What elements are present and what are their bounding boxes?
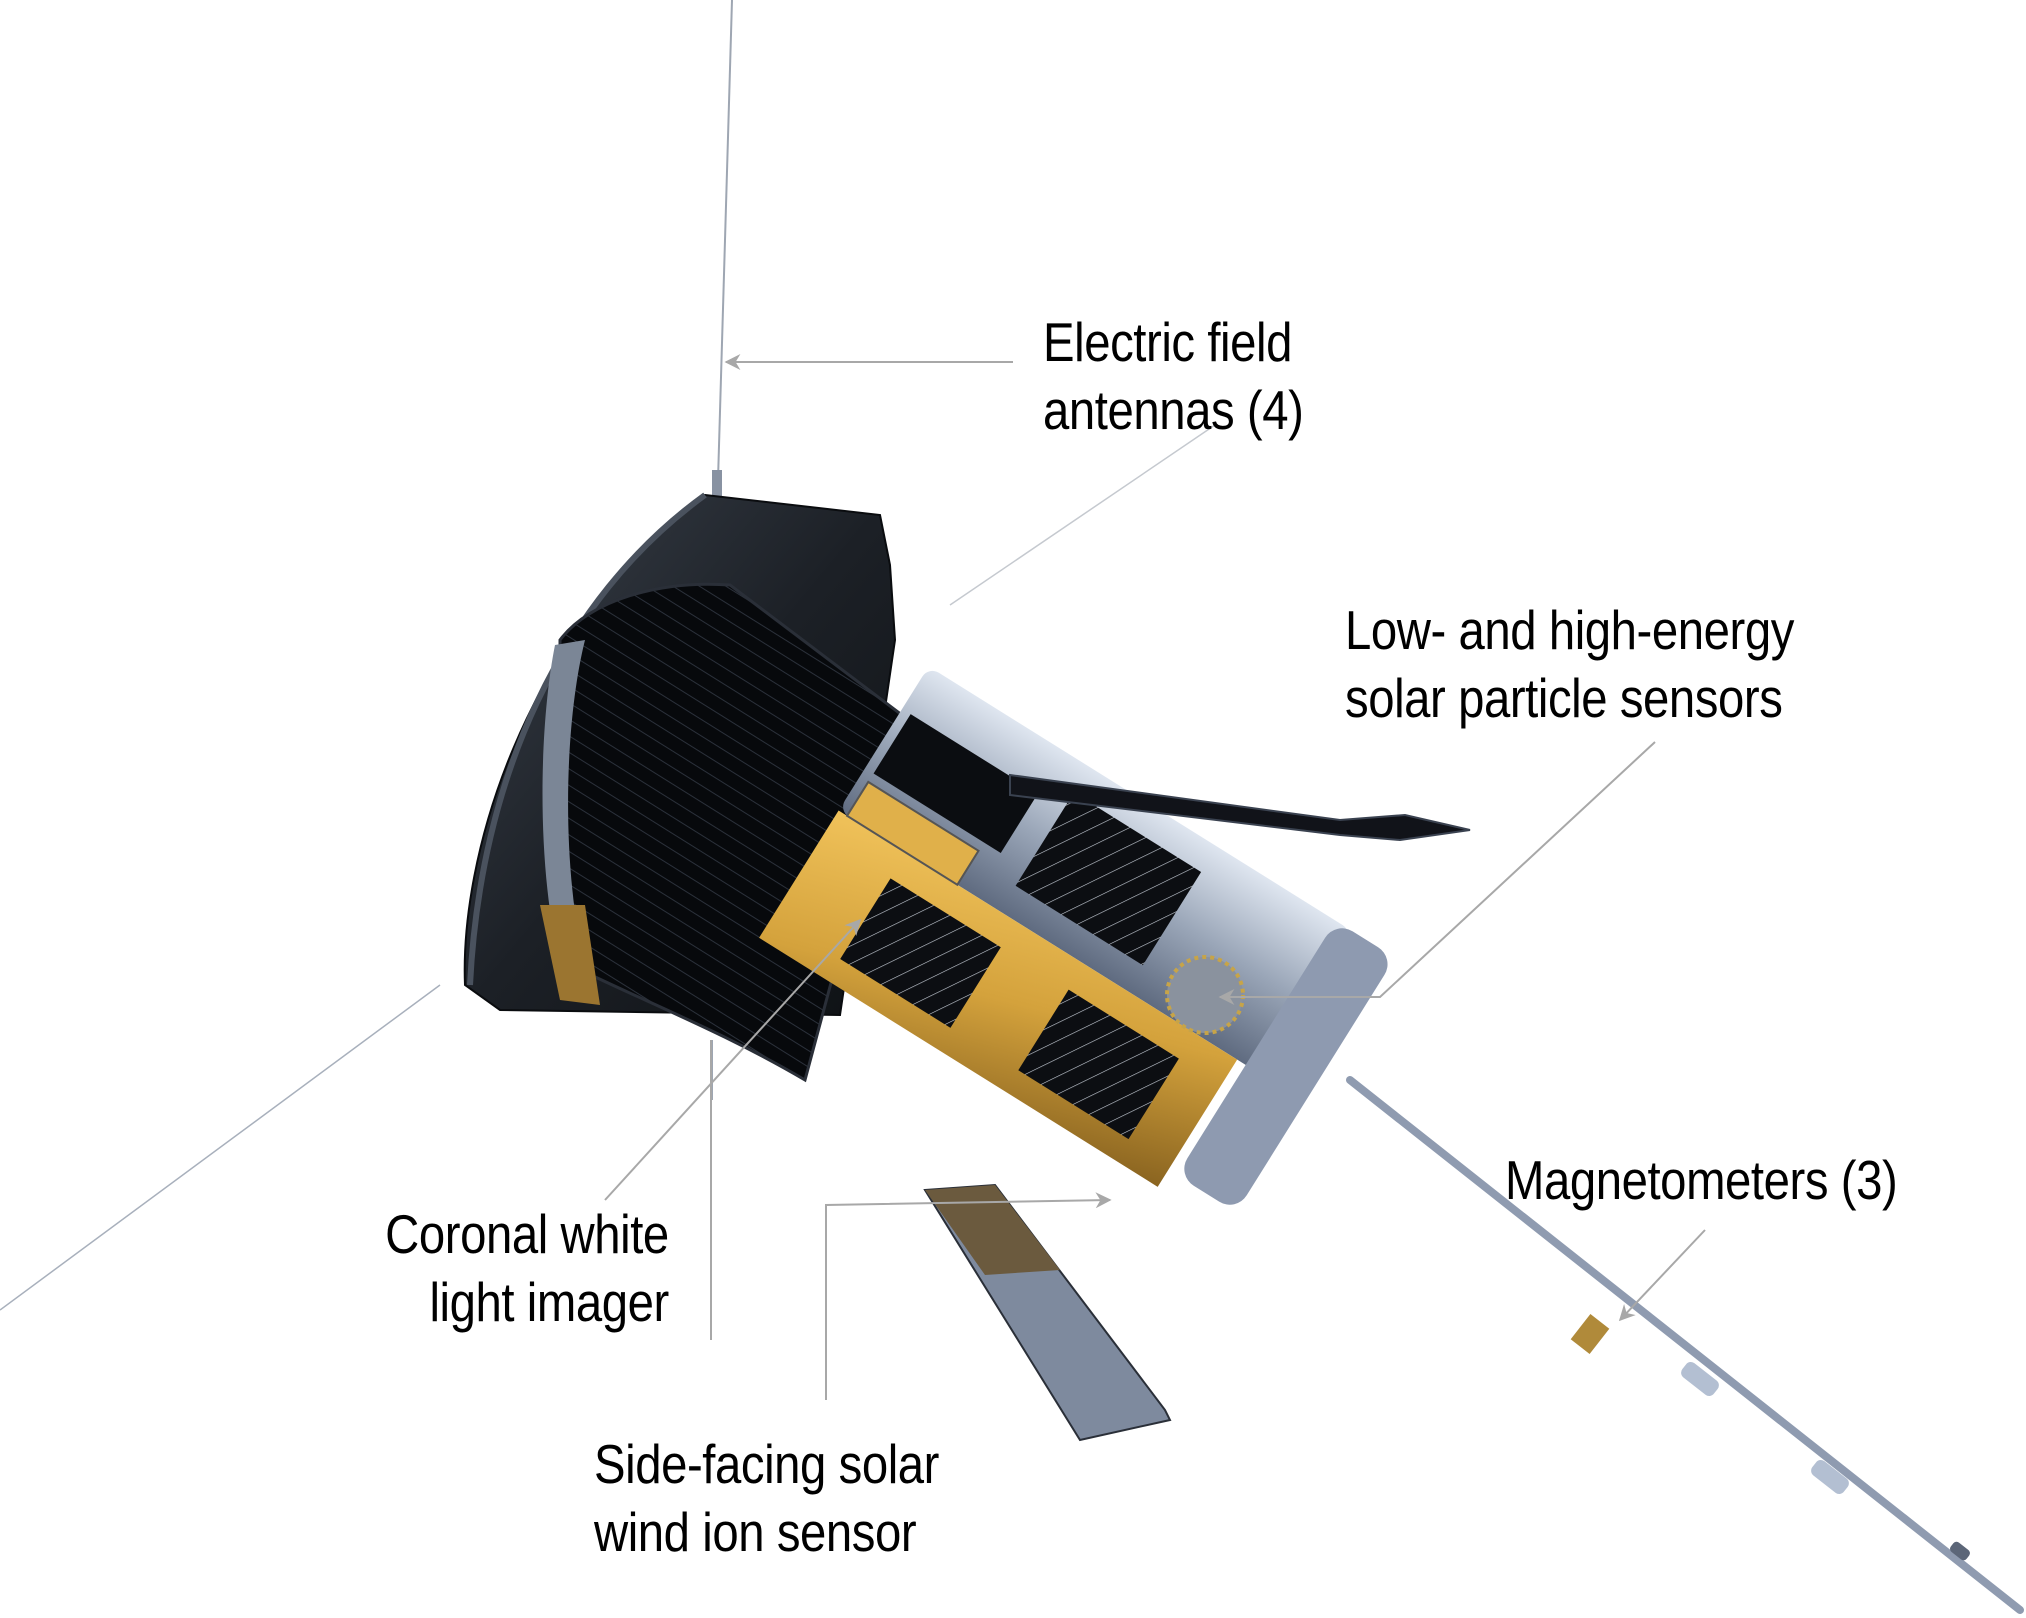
label-magnetometers: Magnetometers (3) [1505,1146,1898,1214]
cone-gold-trim [540,905,600,1005]
leader-lines [604,354,1706,1400]
radiator-cone [558,582,938,1083]
label-line: Coronal white [385,1203,669,1265]
label-line: Side-facing solar [594,1433,939,1495]
label-line: antennas (4) [1043,379,1304,441]
imager-housing [873,714,1038,853]
particle-sensor-disc [1165,955,1245,1035]
label-line: Low- and high-energy [1345,599,1794,661]
cone-foil-band [542,640,585,968]
label-solar-wind-ion-sensor: Side-facing solar wind ion sensor [594,1430,939,1566]
leader-particle-sensors [1218,741,1656,1005]
solar-array-lower-shade [925,1185,1060,1275]
magnetometer-4 [1950,1541,1970,1561]
leader-ion-sensor [825,1192,1112,1400]
radiator-panel-3 [1015,792,1202,966]
magnetometer-3 [1811,1460,1849,1494]
leader-magnetometers [1618,1229,1706,1322]
antenna-top [717,0,733,481]
radiator-panel-2 [1018,989,1179,1140]
boom-arm [1346,1076,2024,1614]
imager-gold-box [845,780,980,887]
label-electric-field-antennas: Electric field antennas (4) [1043,308,1304,444]
antenna-left [0,984,441,1311]
radiator-panel-1 [840,878,1001,1028]
label-line: light imager [429,1271,670,1333]
magnetometer-boom [1346,1076,2024,1614]
magnetometer-2 [1681,1362,1719,1396]
label-line: solar particle sensors [1345,667,1783,729]
leader-coronal-imager [604,918,862,1201]
label-coronal-imager: Coronal white light imager [385,1200,669,1336]
heat-shield-rim [467,492,707,986]
antenna-upper-right [949,424,1216,606]
label-line: Magnetometers (3) [1505,1149,1898,1211]
label-line: wind ion sensor [594,1501,917,1563]
solar-array-upper [1009,773,1471,842]
label-line: Electric field [1043,311,1292,373]
magnetometer-1 [1570,1314,1610,1354]
label-solar-particle-sensors: Low- and high-energy solar particle sens… [1345,596,1794,732]
